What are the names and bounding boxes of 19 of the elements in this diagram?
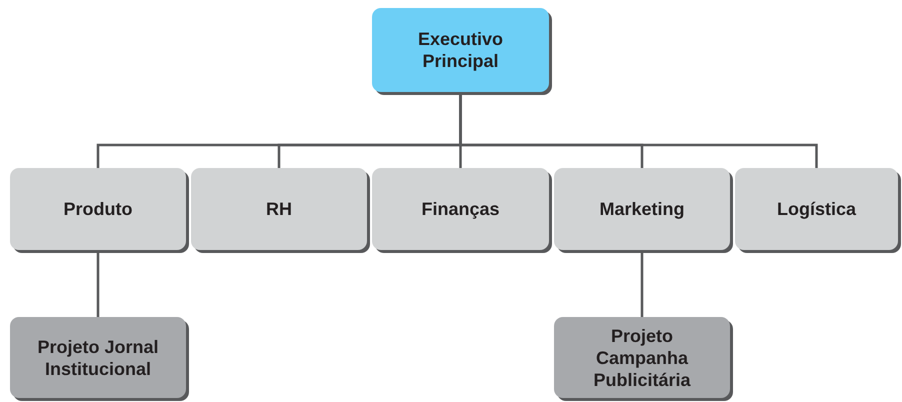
box-label: RH: [266, 198, 292, 220]
connector-line: [640, 250, 644, 317]
connector-line: [459, 92, 818, 168]
box-label: Executivo Principal: [416, 28, 504, 72]
box-label: Finanças: [421, 198, 500, 220]
connector-line: [96, 250, 100, 317]
project-box: [554, 317, 730, 398]
box-label: Produto: [64, 198, 132, 220]
box-label: Projeto Campanha Publicitária: [592, 324, 692, 390]
department-box: [10, 168, 186, 250]
executive-box: [372, 8, 549, 92]
department-box: [554, 168, 730, 250]
project-box: [10, 317, 186, 398]
box-label: Marketing: [599, 198, 685, 220]
department-box: [191, 168, 367, 250]
department-box: [372, 168, 549, 250]
box-label: Logística: [776, 198, 856, 220]
department-box: [735, 168, 898, 250]
box-label: Projeto Jornal Institucional: [36, 336, 160, 380]
